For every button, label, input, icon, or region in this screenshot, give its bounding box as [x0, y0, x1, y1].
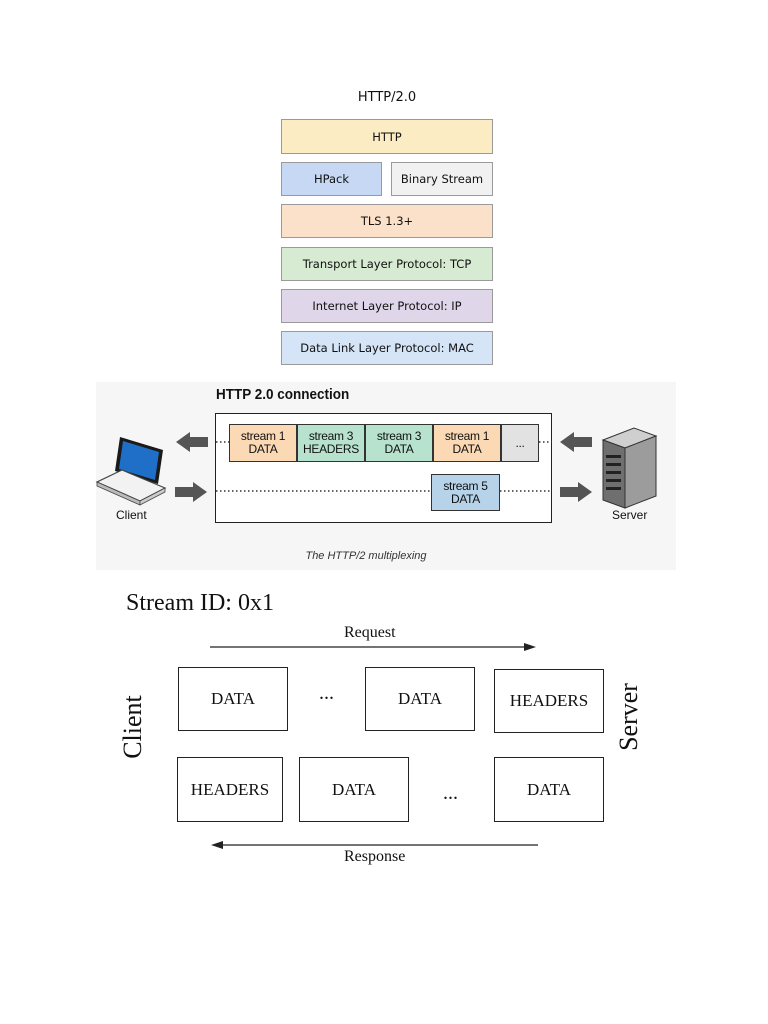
- layer-label: Transport Layer Protocol: TCP: [302, 257, 472, 271]
- server-side-label: Server: [614, 683, 643, 751]
- frame-stream-label: stream 3: [376, 429, 422, 443]
- server-label: Server: [612, 508, 648, 522]
- frame-stream-label: stream 1: [444, 429, 490, 443]
- request-data-box: DATA: [178, 667, 288, 731]
- request-arrow: [210, 643, 536, 651]
- laptop-icon: [95, 437, 167, 506]
- layer-data-link: Data Link Layer Protocol: MAC: [281, 331, 493, 365]
- layer-label: Internet Layer Protocol: IP: [312, 299, 462, 313]
- layer-label: HPack: [313, 172, 350, 186]
- response-headers-box: HEADERS: [177, 757, 283, 822]
- layer-tls: TLS 1.3+: [281, 204, 493, 238]
- frame-stream-1-data: stream 1 DATA: [229, 424, 297, 462]
- layer-hpack: HPack: [281, 162, 382, 196]
- response-ellipsis: ...: [443, 782, 458, 804]
- frame-stream-5-data: stream 5 DATA: [431, 474, 500, 511]
- frame-more: ...: [501, 424, 539, 462]
- request-headers-box: HEADERS: [494, 669, 604, 733]
- frame-stream-3-data: stream 3 DATA: [365, 424, 433, 462]
- response-arrow: [211, 841, 538, 849]
- stack-title: HTTP/2.0: [357, 90, 417, 105]
- frame-stream-3-headers: stream 3 HEADERS: [297, 424, 365, 462]
- frame-type-label: DATA: [452, 442, 482, 456]
- left-arrow-icon: [176, 432, 208, 452]
- client-label: Client: [116, 508, 147, 522]
- stream-title: Stream ID: 0x1: [126, 590, 274, 616]
- frame-stream-1-data: stream 1 DATA: [433, 424, 501, 462]
- frame-stream-label: ...: [515, 435, 525, 450]
- request-data-box: DATA: [365, 667, 475, 731]
- layer-label: TLS 1.3+: [360, 214, 414, 228]
- layer-label: HTTP: [372, 129, 402, 144]
- frame-stream-label: stream 3: [308, 429, 354, 443]
- figure-caption: The HTTP/2 multiplexing: [305, 550, 427, 562]
- left-arrow-icon: [560, 432, 592, 452]
- request-ellipsis: ...: [319, 682, 334, 704]
- layer-binary-stream: Binary Stream: [391, 162, 493, 196]
- frame-stream-label: stream 5: [443, 478, 488, 493]
- layer-http: HTTP: [281, 119, 493, 154]
- frame-stream-label: stream 1: [240, 429, 286, 443]
- layer-label: Binary Stream: [400, 172, 484, 186]
- right-arrow-icon: [560, 482, 592, 502]
- request-label: Request: [344, 624, 396, 641]
- right-arrow-icon: [175, 482, 207, 502]
- frame-type-label: HEADERS: [303, 442, 359, 456]
- frame-type-label: DATA: [384, 442, 414, 456]
- layer-label: Data Link Layer Protocol: MAC: [300, 341, 474, 355]
- response-data-box: DATA: [494, 757, 604, 822]
- frame-type-label: DATA: [450, 491, 481, 506]
- client-side-label: Client: [118, 695, 147, 759]
- response-data-box: DATA: [299, 757, 409, 822]
- layer-internet: Internet Layer Protocol: IP: [281, 289, 493, 323]
- response-label: Response: [344, 848, 406, 865]
- connection-title: HTTP 2.0 connection: [216, 386, 350, 403]
- layer-transport: Transport Layer Protocol: TCP: [281, 247, 493, 281]
- frame-type-label: DATA: [248, 442, 278, 456]
- server-icon: [601, 427, 658, 509]
